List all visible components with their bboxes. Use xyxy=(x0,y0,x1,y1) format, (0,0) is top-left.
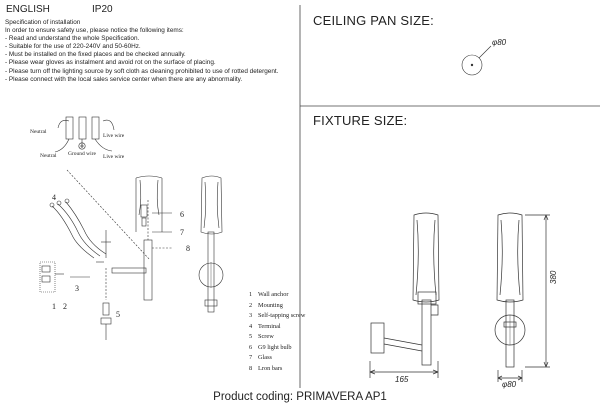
product-coding: Product coding: PRIMAVERA AP1 xyxy=(213,391,387,403)
wiring-label-neutral-bottom: Neutral xyxy=(40,153,57,159)
fixture-front-view xyxy=(369,212,440,378)
callout-2: 2 xyxy=(63,302,67,311)
wiring-label-neutral-top: Neutral xyxy=(30,129,47,135)
spec-line: In order to ensure safety use, please no… xyxy=(5,27,184,35)
spec-line: - Must be installed on the fixed places … xyxy=(5,51,186,59)
callout-6: 6 xyxy=(180,210,184,219)
fixture-height-dimension: 380 xyxy=(549,270,558,284)
language-label: ENGLISH xyxy=(6,4,50,15)
ceiling-pan-diameter: φ80 xyxy=(492,38,507,47)
ceiling-pan-title: CEILING PAN SIZE: xyxy=(313,13,434,28)
callout-3: 3 xyxy=(75,284,79,293)
assembled-view xyxy=(198,175,224,313)
ceiling-pan-drawing xyxy=(461,45,492,76)
wiring-diagram xyxy=(54,116,115,153)
callout-7: 7 xyxy=(180,228,184,237)
wiring-label-live-bottom: Live wire xyxy=(103,154,125,160)
spec-line: Specification of installation xyxy=(5,19,81,26)
spec-line: - Please turn off the lighting source by… xyxy=(5,67,279,75)
callout-5: 5 xyxy=(116,310,120,319)
fixture-side-view xyxy=(494,212,550,382)
wiring-label-ground: Ground wire xyxy=(68,151,96,157)
fixture-width-dimension: 165 xyxy=(395,375,409,384)
exploded-parts xyxy=(39,169,172,340)
spec-line: - Please connect with the local sales se… xyxy=(5,75,243,83)
specification-text: Specification of installation In order t… xyxy=(5,19,278,84)
callout-4: 4 xyxy=(52,193,56,202)
spec-line: - Read and understand the whole Specific… xyxy=(5,35,140,43)
callout-1: 1 xyxy=(52,302,56,311)
spec-line: - Please wear gloves as instalment and a… xyxy=(5,59,216,67)
ip-rating: IP20 xyxy=(92,4,113,15)
fixture-size-title: FIXTURE SIZE: xyxy=(313,113,408,128)
spec-line: - Suitable for the use of 220-240V and 5… xyxy=(5,43,141,51)
fixture-diameter-dimension: φ80 xyxy=(502,380,517,389)
callout-8: 8 xyxy=(186,244,190,253)
wiring-label-live-top: Live wire xyxy=(103,133,125,139)
